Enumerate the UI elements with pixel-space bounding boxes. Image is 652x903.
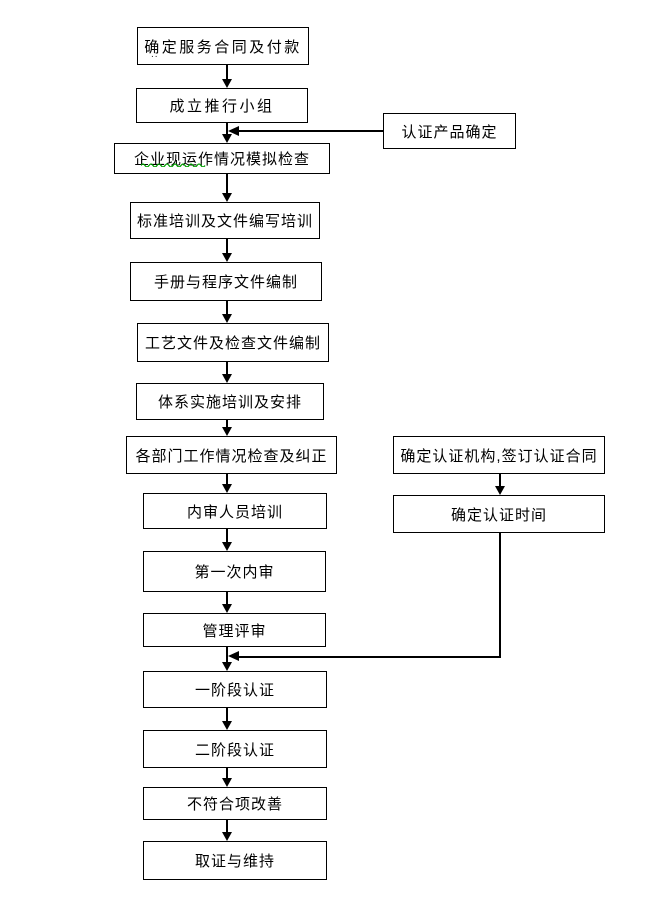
arrow-s2-s3 <box>499 474 501 486</box>
flow-node-m7: 体系实施培训及安排 <box>136 383 324 420</box>
flow-node-m6: 工艺文件及检查文件编制 <box>137 323 329 362</box>
flow-node-s2: 确定认证机构,签订认证合同 <box>393 436 605 474</box>
typo-dots-mark: .. <box>151 49 159 60</box>
flow-node-s1: 认证产品确定 <box>383 113 516 149</box>
arrowhead-m3-m4-icon <box>222 193 232 202</box>
arrow-s3-merge <box>239 656 501 658</box>
arrow-m3-m4 <box>226 174 228 193</box>
flow-node-m3: 企业现运作情况模拟检查 <box>114 143 330 174</box>
arrow-s3-down <box>499 533 501 657</box>
arrow-m14-m15 <box>226 820 228 832</box>
arrowhead-m2-m3-icon <box>222 134 232 143</box>
arrowhead-m11-m12-icon <box>222 662 232 671</box>
grammar-squiggle-icon <box>141 163 206 167</box>
arrowhead-m1-m2-icon <box>222 79 232 88</box>
arrowhead-s1-merge-icon <box>228 126 239 136</box>
arrowhead-m4-m5-icon <box>222 253 232 262</box>
flow-node-m5: 手册与程序文件编制 <box>130 262 322 301</box>
arrow-m2-m3 <box>226 123 228 134</box>
flow-node-m14: 不符合项改善 <box>143 787 327 820</box>
arrow-m4-m5 <box>226 239 228 253</box>
flow-node-m4: 标准培训及文件编写培训 <box>130 202 320 239</box>
flow-node-m2: 成立推行小组 <box>136 88 308 123</box>
arrow-m12-m13 <box>226 708 228 721</box>
arrowhead-m13-m14-icon <box>222 778 232 787</box>
arrowhead-m5-m6-icon <box>222 314 232 323</box>
flow-node-m8: 各部门工作情况检查及纠正 <box>126 436 337 474</box>
arrow-m13-m14 <box>226 768 228 778</box>
arrow-m7-m8 <box>226 420 228 427</box>
arrow-m8-m9 <box>226 474 228 484</box>
flow-node-m12: 一阶段认证 <box>143 671 327 708</box>
arrow-m10-m11 <box>226 592 228 604</box>
arrowhead-m12-m13-icon <box>222 721 232 730</box>
flow-node-m15: 取证与维持 <box>143 841 327 880</box>
flow-node-m11: 管理评审 <box>143 613 326 647</box>
flow-node-s3: 确定认证时间 <box>393 495 605 533</box>
arrowhead-m7-m8-icon <box>222 427 232 436</box>
arrow-m11-m12 <box>226 647 228 662</box>
arrowhead-m6-m7-icon <box>222 374 232 383</box>
arrow-s1-merge <box>239 130 383 132</box>
flow-node-m1: 确定服务合同及付款 <box>137 27 309 65</box>
arrowhead-s2-s3-icon <box>495 486 505 495</box>
arrow-m9-m10 <box>226 529 228 542</box>
arrow-m1-m2 <box>226 65 228 79</box>
arrowhead-m14-m15-icon <box>222 832 232 841</box>
flow-node-m13: 二阶段认证 <box>143 730 327 768</box>
arrowhead-m9-m10-icon <box>222 542 232 551</box>
arrowhead-m8-m9-icon <box>222 484 232 493</box>
flow-node-m10: 第一次内审 <box>143 551 326 592</box>
arrow-m6-m7 <box>226 362 228 374</box>
arrow-m5-m6 <box>226 301 228 314</box>
arrowhead-s3-merge-icon <box>228 651 239 661</box>
arrowhead-m10-m11-icon <box>222 604 232 613</box>
flow-node-m9: 内审人员培训 <box>143 493 327 529</box>
